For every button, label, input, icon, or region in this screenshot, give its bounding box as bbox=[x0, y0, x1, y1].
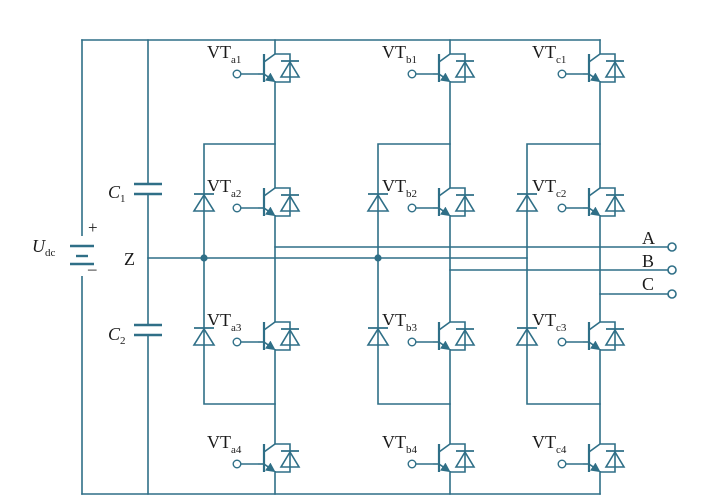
clamp-diode-icon bbox=[365, 191, 391, 215]
terminal-a-icon bbox=[667, 242, 677, 252]
clamp-diode-icon bbox=[514, 325, 540, 349]
capacitor-c1 bbox=[134, 182, 162, 196]
gate-terminal-icon bbox=[557, 337, 567, 347]
switch-label-a4: VTa4 bbox=[207, 432, 242, 456]
gate-terminal-icon bbox=[232, 69, 242, 79]
switch-b4: VTb4 bbox=[382, 432, 482, 474]
dc-source bbox=[70, 236, 94, 276]
output-label-c: C bbox=[642, 274, 654, 294]
clamp-diode-layer bbox=[191, 191, 540, 349]
switch-b3: VTb3 bbox=[382, 310, 482, 352]
gate-terminal-icon bbox=[407, 203, 417, 213]
gate-terminal-icon bbox=[557, 203, 567, 213]
clamp-diode-icon bbox=[365, 325, 391, 349]
gate-terminal-icon bbox=[557, 459, 567, 469]
output-label-a: A bbox=[642, 228, 655, 248]
switch-c3: VTc3 bbox=[532, 310, 632, 352]
switch-label-b4: VTb4 bbox=[382, 432, 418, 456]
neutral-label: Z bbox=[124, 249, 135, 269]
switch-label-b1: VTb1 bbox=[382, 42, 417, 66]
terminal-c-icon bbox=[667, 289, 677, 299]
switch-label-c1: VTc1 bbox=[532, 42, 566, 66]
neutral-junction-b bbox=[374, 254, 382, 262]
output-label-b: B bbox=[642, 251, 654, 271]
capacitor-c2-label: C2 bbox=[108, 324, 126, 347]
gate-terminal-icon bbox=[232, 459, 242, 469]
capacitor-c2 bbox=[134, 323, 162, 337]
switch-a2: VTa2 bbox=[207, 176, 307, 218]
gate-terminal-icon bbox=[407, 337, 417, 347]
clamp-diode-icon bbox=[514, 191, 540, 215]
gate-terminal-icon bbox=[407, 69, 417, 79]
clamp-loop-c bbox=[526, 143, 601, 405]
switch-c4: VTc4 bbox=[532, 432, 632, 474]
switch-a1: VTa1 bbox=[207, 42, 307, 84]
source-plus-sign: + bbox=[88, 218, 98, 237]
source-label: Udc bbox=[32, 236, 56, 259]
switch-a3: VTa3 bbox=[207, 310, 307, 352]
gate-terminal-icon bbox=[407, 459, 417, 469]
gate-terminal-icon bbox=[557, 69, 567, 79]
switch-label-c4: VTc4 bbox=[532, 432, 567, 456]
switch-b2: VTb2 bbox=[382, 176, 482, 218]
terminal-b-icon bbox=[667, 265, 677, 275]
gate-terminal-icon bbox=[232, 203, 242, 213]
source-minus-sign: – bbox=[87, 259, 97, 278]
switch-b1: VTb1 bbox=[382, 42, 482, 84]
clamp-loop-b bbox=[377, 143, 451, 405]
gate-terminal-icon bbox=[232, 337, 242, 347]
switch-a4: VTa4 bbox=[207, 432, 307, 474]
switch-c2: VTc2 bbox=[532, 176, 632, 218]
clamp-loop-a bbox=[203, 143, 276, 405]
switch-c1: VTc1 bbox=[532, 42, 632, 84]
clamp-diode-icon bbox=[191, 325, 217, 349]
capacitor-c1-label: C1 bbox=[108, 182, 126, 205]
clamp-diode-icon bbox=[191, 191, 217, 215]
neutral-junction-a bbox=[200, 254, 208, 262]
switch-label-a1: VTa1 bbox=[207, 42, 241, 66]
